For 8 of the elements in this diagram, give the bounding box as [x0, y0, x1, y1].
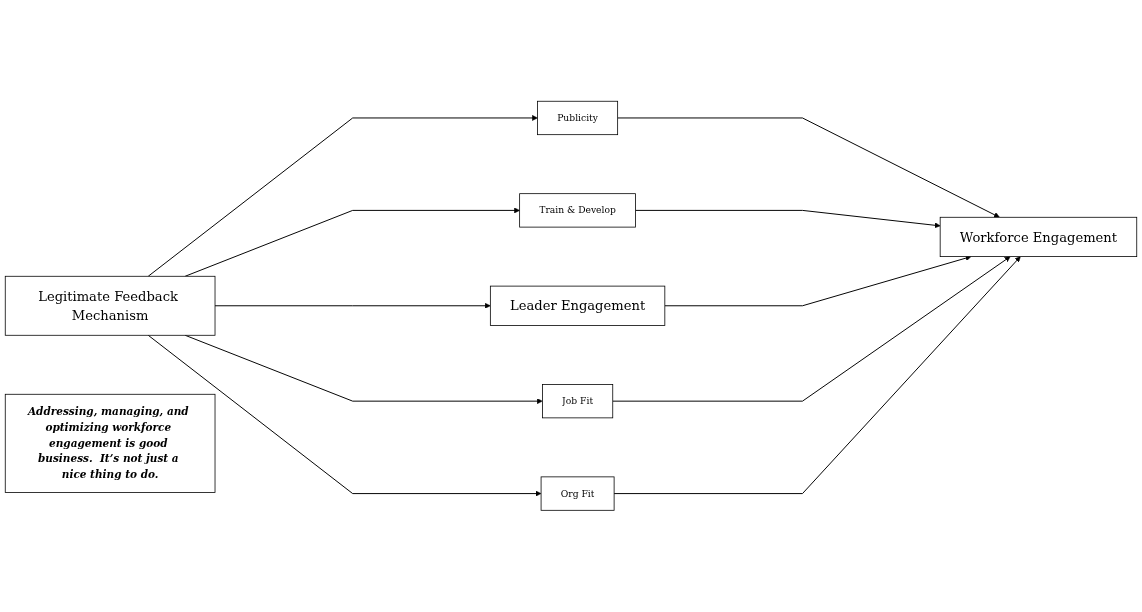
- node-box: Publicity: [537, 101, 619, 136]
- node-box: Addressing, managing, and optimizing workforce engagement is good business. It’s not just a nice thing to do.: [4, 394, 216, 494]
- node-box: Legitimate Feedback Mechanism: [4, 276, 216, 336]
- node-box: Job Fit: [542, 384, 614, 419]
- node-box: Leader Engagement: [489, 285, 666, 327]
- node-box: Train & Develop: [519, 193, 636, 228]
- node-box: Workforce Engagement: [939, 217, 1138, 258]
- node-box: Org Fit: [540, 476, 615, 511]
